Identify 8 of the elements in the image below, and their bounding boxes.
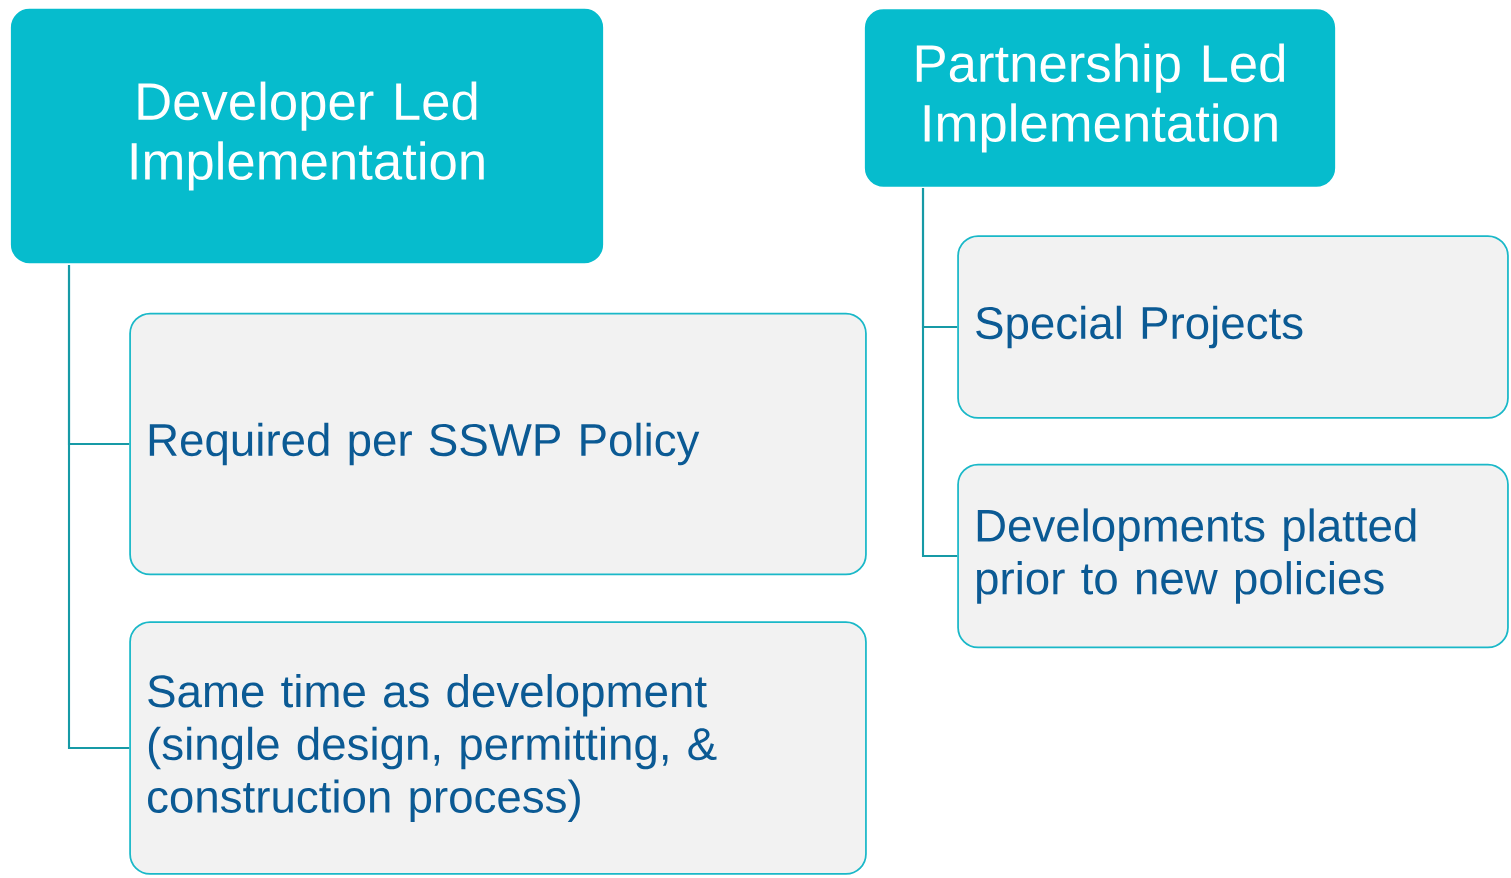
connector-line (67, 265, 130, 750)
text-box: Required per SSWP Policy (129, 312, 867, 576)
text-box: Special Projects (957, 235, 1509, 419)
heading-box: Partnership Led Implementation (862, 6, 1338, 190)
text-box: Developments platted prior to new policies (957, 463, 1509, 649)
text-box: Same time as development (single design, permitting, & construction process) (129, 621, 867, 875)
connector-line (921, 188, 958, 558)
heading-box: Developer Led Implementation (8, 6, 606, 266)
